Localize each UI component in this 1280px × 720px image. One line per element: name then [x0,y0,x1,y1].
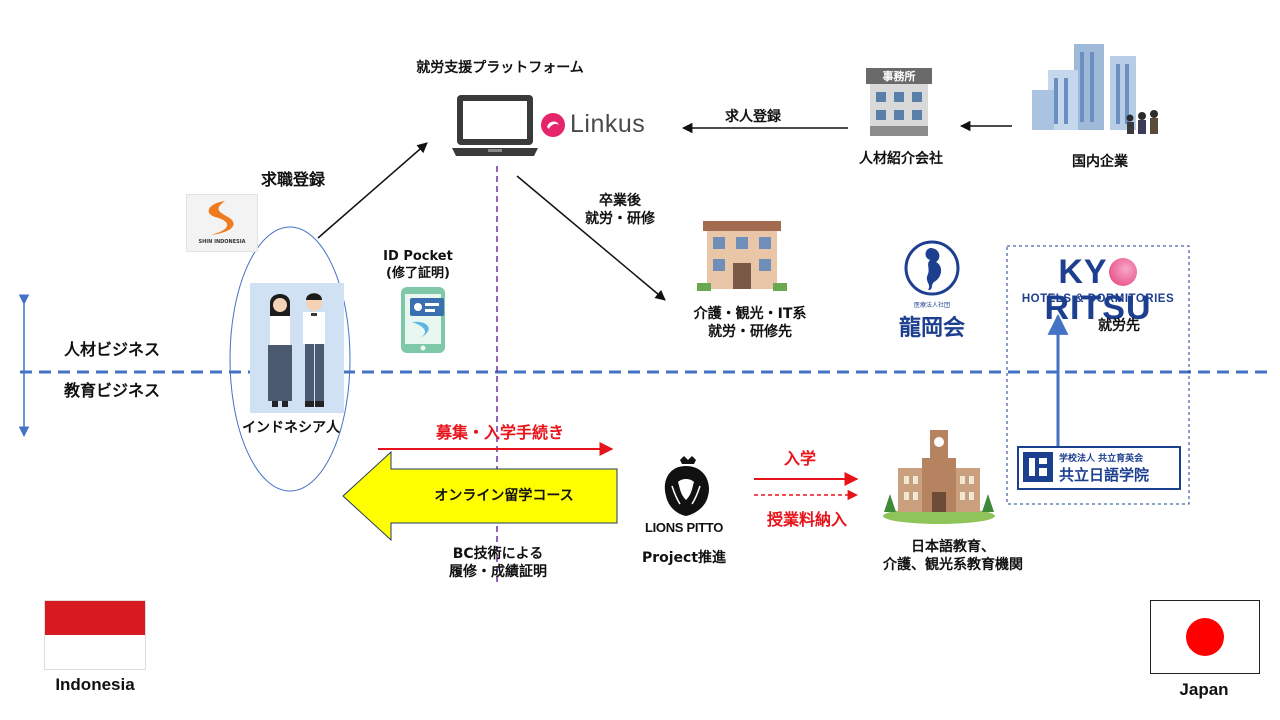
school-line2: 介護、観光系教育機関 [883,557,1023,573]
person-label: インドネシア人 [242,420,340,436]
kyoritsu-logo: KYRITSU HOTELS & DORMITORIES [1012,253,1184,326]
laptop-icon [452,93,538,163]
indonesia-flag [44,600,146,670]
facility-building-icon [697,219,787,297]
students-illustration [250,283,344,413]
lions-project-label: Project推進 [641,550,727,566]
bc-proof-line2: 履修・成績証明 [449,564,547,580]
companies-buildings-icon [1030,40,1166,148]
id-pocket-line2: (修了証明) [386,266,450,281]
bc-proof-label: BC技術による 履修・成績証明 [428,545,568,581]
job-posting-label: 求人登録 [725,109,781,125]
shin-logo-text: SHIN INDONESIA [198,239,246,245]
school-label: 日本語教育、 介護、観光系教育機関 [858,538,1048,574]
agency-label: 人材紹介会社 [859,151,943,167]
after-graduation-line2: 就労・研修 [585,211,655,227]
seahorse-icon [904,240,960,296]
japan-flag [1150,600,1260,674]
lions-pitto-brand: LIONS PITTO [644,520,724,535]
after-graduation-label: 卒業後 就労・研修 [560,192,680,228]
after-graduation-line1: 卒業後 [599,193,641,209]
agency-sign-text: 事務所 [883,69,916,83]
workplace-label: 就労先 [1098,318,1140,334]
companies-label: 国内企業 [1072,154,1128,170]
job-registration-label: 求職登録 [260,170,325,189]
linkus-logo-text: Linkus [570,110,646,138]
shin-indonesia-logo: SHIN INDONESIA [186,194,258,252]
online-course-label: オンライン留学コース [434,488,574,504]
agency-building-icon: 事務所 [864,66,934,142]
tuition-label: 授業料納入 [766,510,847,529]
id-pocket-phone-icon [400,286,446,358]
kyoritsu-school-mark-icon [1023,452,1053,482]
kyoritsu-school-logo: 学校法人 共立育英会 共立日語学院 [1017,446,1181,490]
destinations-line1: 介護・観光・IT系 [693,306,807,322]
kyoritsu-name-left: KY [1058,253,1108,291]
linkus-logo: Linkus [540,108,656,140]
kyoritsu-school-line2: 共立日語学院 [1059,466,1150,484]
ryukokai-small-text: 医療法人社団 [913,302,950,309]
school-line1: 日本語教育、 [911,539,995,555]
kyoritsu-school-line1: 学校法人 共立育英会 [1059,454,1144,464]
indonesia-label: Indonesia [55,675,135,694]
kyoritsu-sub: HOTELS & DORMITORIES [1021,293,1175,305]
japan-label: Japan [1179,680,1229,699]
arrow-to-destinations [516,175,666,301]
destinations-line2: 就労・研修先 [708,324,792,340]
kyoritsu-sun-icon [1108,258,1137,286]
edu-business-label: 教育ビジネス [64,381,161,400]
id-pocket-label: ID Pocket (修了証明) [368,248,468,282]
school-building-icon [882,428,996,528]
bc-proof-line1: BC技術による [452,546,544,562]
kyoritsu-name-right: RITSU [1044,289,1152,327]
online-course-arrow [342,450,618,542]
lions-pitto-icon [654,456,718,524]
enrollment-label: 入学 [783,449,816,468]
recruit-label: 募集・入学手続き [435,423,564,442]
platform-title: 就労支援プラットフォーム [416,60,584,76]
arrow-to-platform [317,142,428,239]
ryukokai-logo: 医療法人社団 龍岡会 [890,240,974,341]
ryukokai-name: 龍岡会 [898,315,965,341]
kyoritsu-box [1006,245,1190,505]
shin-swirl-icon [208,201,234,235]
person-ellipse [229,226,351,492]
hr-business-label: 人材ビジネス [64,340,161,359]
linkus-mark-icon [541,113,565,137]
id-pocket-line1: ID Pocket [383,249,453,264]
destinations-label: 介護・観光・IT系 就労・研修先 [670,305,830,341]
students-icon [268,293,325,407]
